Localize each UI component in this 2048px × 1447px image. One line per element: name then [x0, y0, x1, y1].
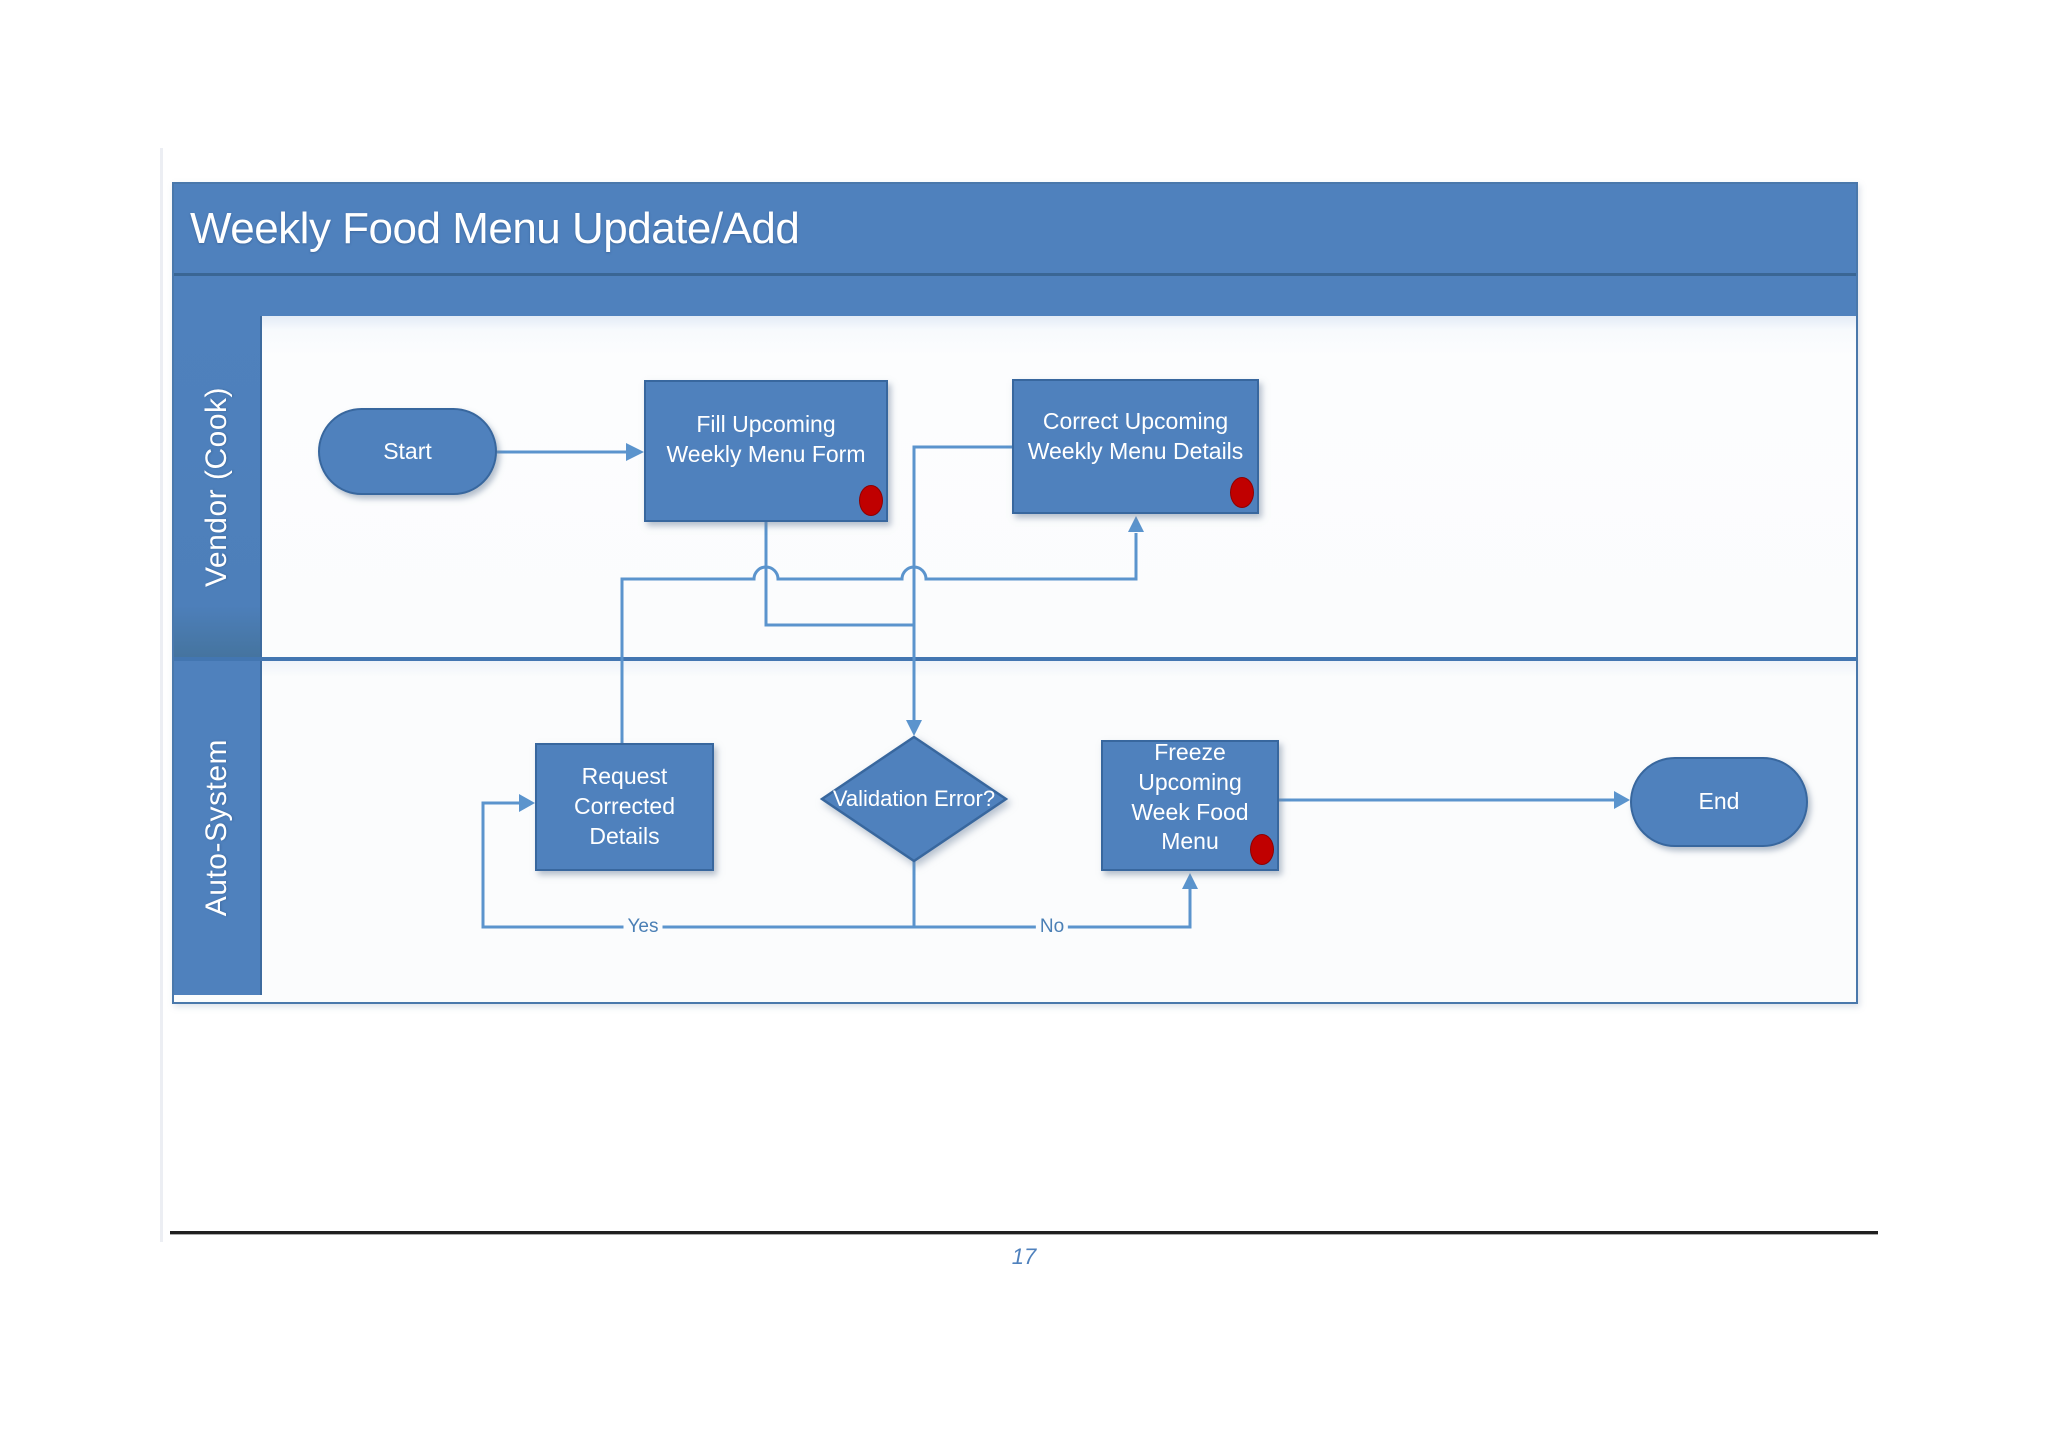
node-request-label: Request Corrected Details — [574, 763, 675, 849]
page-edge-line — [160, 148, 163, 1242]
arrowhead-into-correct — [1128, 516, 1144, 532]
connector-layer — [481, 443, 1630, 929]
arrowhead-into-request — [519, 794, 535, 812]
node-correct-label: Correct Upcoming Weekly Menu Details — [1027, 407, 1244, 464]
arrowhead-into-freeze — [1182, 873, 1198, 889]
lane-auto: Auto-System — [174, 661, 1856, 995]
node-start-label: Start — [383, 437, 432, 464]
red-marker-icon — [1250, 834, 1274, 865]
lane-label-auto: Auto-System — [174, 661, 262, 995]
connector-correct-to-validation — [912, 445, 1012, 720]
edge-label-no: No — [1035, 916, 1069, 938]
node-validation-error: Validation Error? — [823, 737, 1005, 861]
flowchart-canvas: Start Fill Upcoming Weekly Menu Form Cor… — [174, 316, 1856, 999]
connector-request-to-correct — [620, 533, 1138, 743]
lane-auto-body — [262, 661, 1856, 995]
node-freeze-label: Freeze Upcoming Week Food Menu — [1131, 738, 1249, 855]
red-marker-icon — [859, 485, 883, 516]
arrowhead-into-fill — [626, 443, 644, 461]
page-number: 17 — [1011, 1244, 1037, 1269]
footer-rule — [170, 1231, 1878, 1234]
node-request-corrected-details: Request Corrected Details — [535, 743, 714, 871]
red-marker-icon — [1230, 477, 1254, 508]
lane-label-vendor: Vendor (Cook) — [174, 316, 262, 657]
edge-label-yes: Yes — [623, 916, 663, 938]
diagram-phase-band — [174, 273, 1856, 316]
decision-diamond-shape — [819, 735, 1009, 863]
node-end: End — [1630, 757, 1808, 847]
node-fill-label: Fill Upcoming Weekly Menu Form — [666, 411, 866, 467]
arrowhead-into-end — [1614, 791, 1630, 809]
node-fill-upcoming-weekly-menu-form: Fill Upcoming Weekly Menu Form — [644, 380, 888, 522]
node-validation-label: Validation Error? — [832, 786, 996, 811]
connector-fill-to-validation — [764, 522, 914, 627]
node-freeze-upcoming-week-food-menu: Freeze Upcoming Week Food Menu — [1101, 738, 1279, 871]
node-correct-upcoming-weekly-menu-details: Correct Upcoming Weekly Menu Details — [1012, 379, 1259, 514]
flowchart-frame: Weekly Food Menu Update/Add Vendor (Cook… — [172, 182, 1858, 1004]
connector-validation-no-to-freeze — [914, 882, 1192, 929]
arrowhead-into-validation — [906, 720, 922, 736]
swimlanes: Vendor (Cook) Auto-System — [174, 316, 1856, 999]
node-end-label: End — [1698, 788, 1740, 815]
node-start: Start — [318, 408, 497, 495]
diagram-title: Weekly Food Menu Update/Add — [190, 203, 800, 253]
connector-validation-yes-to-request — [481, 801, 916, 929]
diagram-title-bar: Weekly Food Menu Update/Add — [174, 184, 1856, 273]
